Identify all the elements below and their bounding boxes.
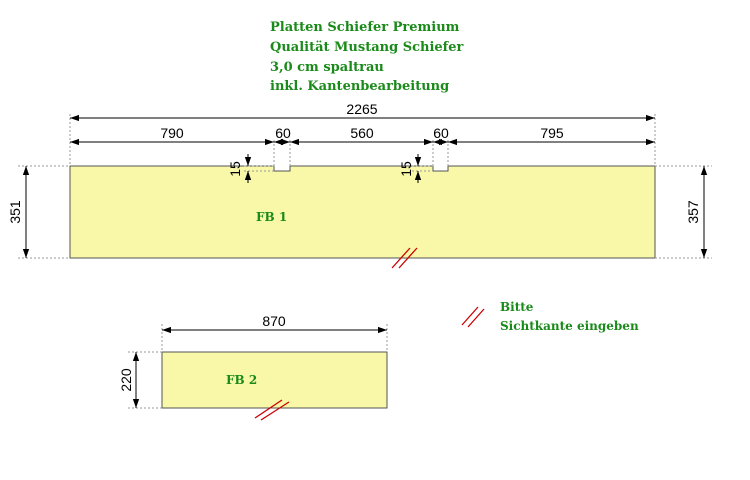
dim-cutout-left-depth: 15 <box>227 161 243 177</box>
panel-fb1-label: FB 1 <box>256 210 287 224</box>
legend-line-2: Sichtkante eingeben <box>500 319 639 333</box>
dim-seg-right: 795 <box>540 125 564 141</box>
dim-fb2-width: 870 <box>262 313 286 329</box>
dim-height-right: 357 <box>685 200 701 224</box>
panel-fb1: FB 1 <box>69 165 656 259</box>
legend-edge-mark-icon <box>461 306 485 328</box>
panel-fb2-label: FB 2 <box>226 373 257 387</box>
legend-line-1: Bitte <box>500 300 534 314</box>
dim-height-left: 351 <box>7 200 23 224</box>
visible-edge-mark-fb2 <box>254 399 290 421</box>
legend: Bitte Sichtkante eingeben <box>461 300 639 333</box>
header-line-3: 3,0 cm spaltrau <box>270 60 384 75</box>
dim-seg-left: 790 <box>160 125 184 141</box>
dim-cutout-left-width: 60 <box>275 125 291 141</box>
dim-overall-width: 2265 <box>346 101 377 117</box>
dim-cutout-right-width: 60 <box>433 125 449 141</box>
panel-fb2: FB 2 <box>161 351 388 409</box>
visible-edge-mark-fb1 <box>391 247 418 269</box>
dim-cutout-right-depth: 15 <box>398 161 414 177</box>
header-line-1: Platten Schiefer Premium <box>270 20 460 35</box>
dim-seg-middle: 560 <box>350 125 374 141</box>
header-line-2: Qualität Mustang Schiefer <box>270 40 464 55</box>
dim-fb2-height: 220 <box>118 368 134 392</box>
panel-fb1-shape <box>69 165 656 259</box>
header-line-4: inkl. Kantenbearbeitung <box>270 79 449 94</box>
panel-fb2-shape <box>161 351 388 409</box>
